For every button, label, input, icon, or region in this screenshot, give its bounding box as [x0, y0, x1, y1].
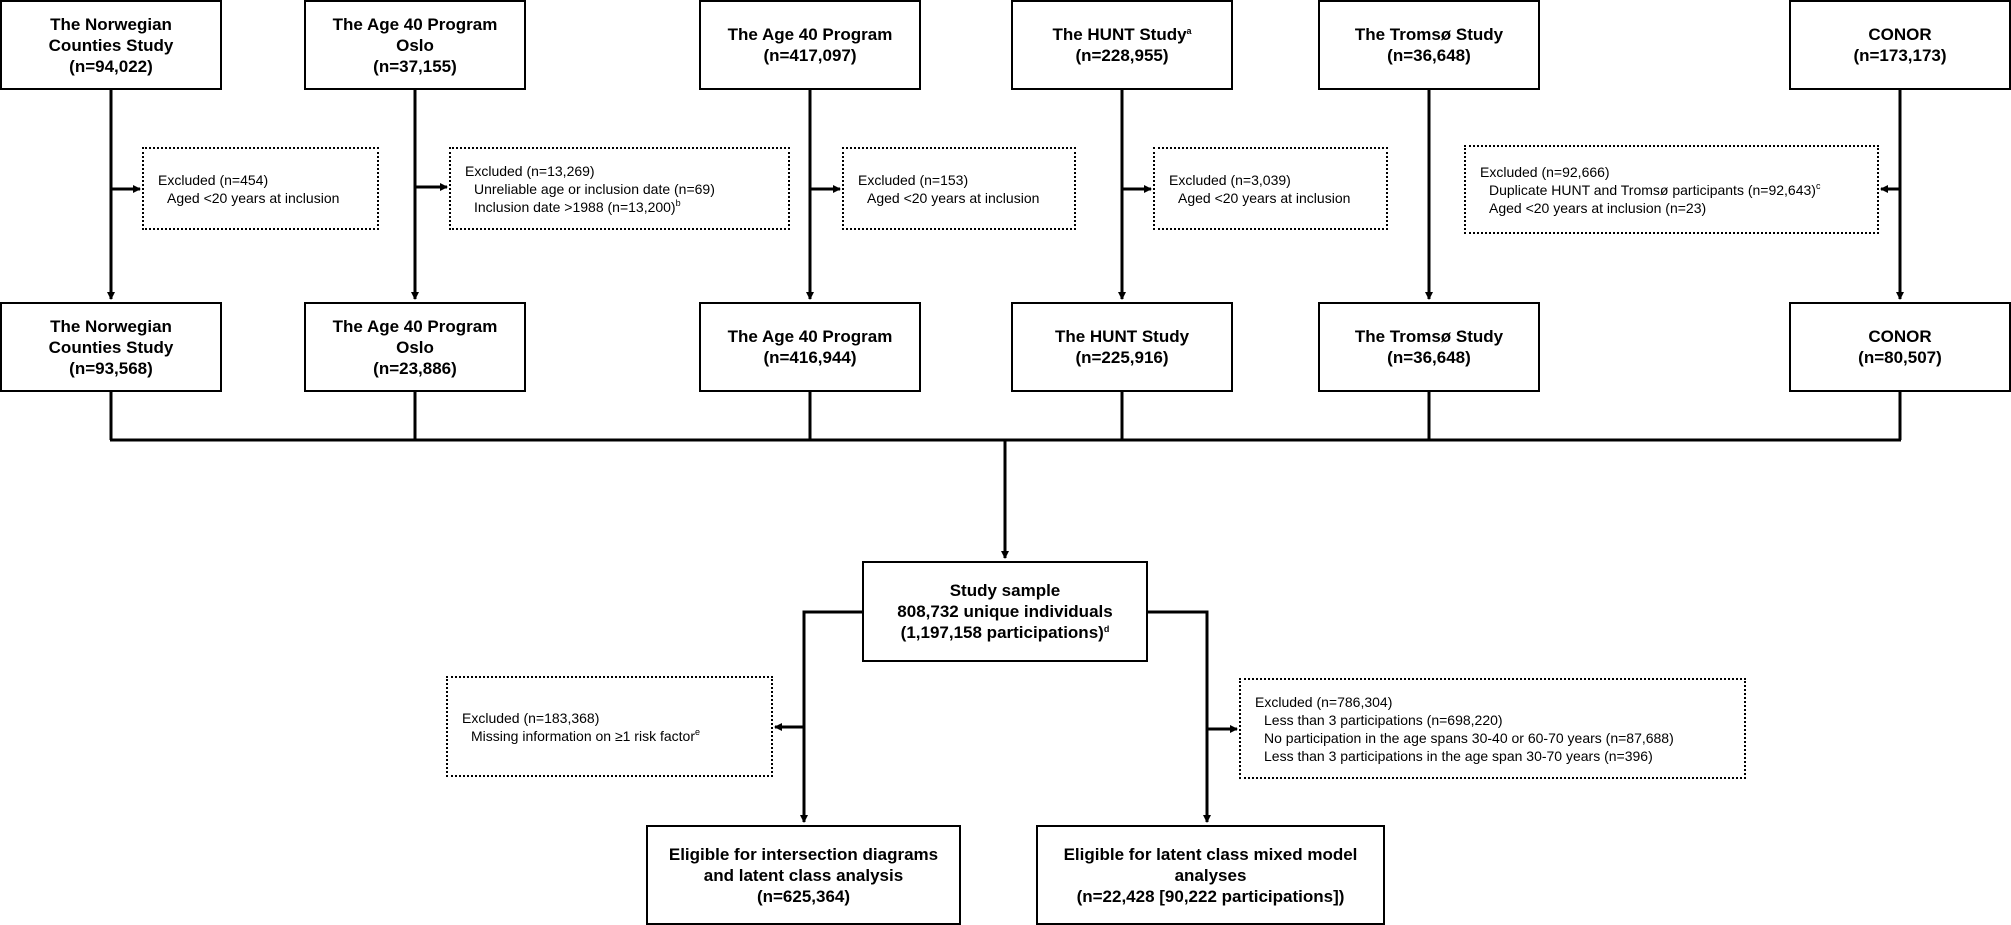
exclusion-box-4: Excluded (n=3,039) Aged <20 years at inc…: [1153, 147, 1388, 230]
footnote-b: b: [675, 197, 681, 208]
cohort-final-conor: CONOR (n=80,507): [1789, 302, 2011, 392]
eligible-intersection-box: Eligible for intersection diagrams and l…: [646, 825, 961, 925]
cohort-box-tromso: The Tromsø Study (n=36,648): [1318, 0, 1540, 90]
footnote-c: c: [1815, 180, 1821, 191]
footnote-a: a: [1186, 26, 1192, 36]
exclusion-box-3: Excluded (n=153) Aged <20 years at inclu…: [842, 147, 1076, 230]
footnote-e: e: [695, 726, 701, 737]
exclusion-box-left: Excluded (n=183,368) Missing information…: [446, 676, 773, 777]
cohort-final-age40-oslo: The Age 40 Program Oslo (n=23,886): [304, 302, 526, 392]
cohort-final-age40: The Age 40 Program (n=416,944): [699, 302, 921, 392]
cohort-box-norwegian: The Norwegian Counties Study (n=94,022): [0, 0, 222, 90]
exclusion-box-right: Excluded (n=786,304) Less than 3 partici…: [1239, 678, 1746, 779]
cohort-box-conor: CONOR (n=173,173): [1789, 0, 2011, 90]
cohort-box-age40: The Age 40 Program (n=417,097): [699, 0, 921, 90]
exclusion-box-5: Excluded (n=92,666) Duplicate HUNT and T…: [1464, 145, 1879, 234]
cohort-box-age40-oslo: The Age 40 Program Oslo (n=37,155): [304, 0, 526, 90]
cohort-box-hunt: The HUNT Studya (n=228,955): [1011, 0, 1233, 90]
eligible-lcmm-box: Eligible for latent class mixed model an…: [1036, 825, 1385, 925]
exclusion-box-2: Excluded (n=13,269) Unreliable age or in…: [449, 147, 790, 230]
footnote-d: d: [1103, 624, 1110, 634]
cohort-final-tromso: The Tromsø Study (n=36,648): [1318, 302, 1540, 392]
arrow-to-eligible-right: [1148, 610, 1211, 823]
exclusion-box-1: Excluded (n=454) Aged <20 years at inclu…: [142, 147, 379, 230]
cohort-final-norwegian: The Norwegian Counties Study (n=93,568): [0, 302, 222, 392]
cohort-final-hunt: The HUNT Study (n=225,916): [1011, 302, 1233, 392]
study-sample-box: Study sample 808,732 unique individuals …: [862, 561, 1148, 662]
arrow-to-eligible-left: [800, 610, 863, 823]
